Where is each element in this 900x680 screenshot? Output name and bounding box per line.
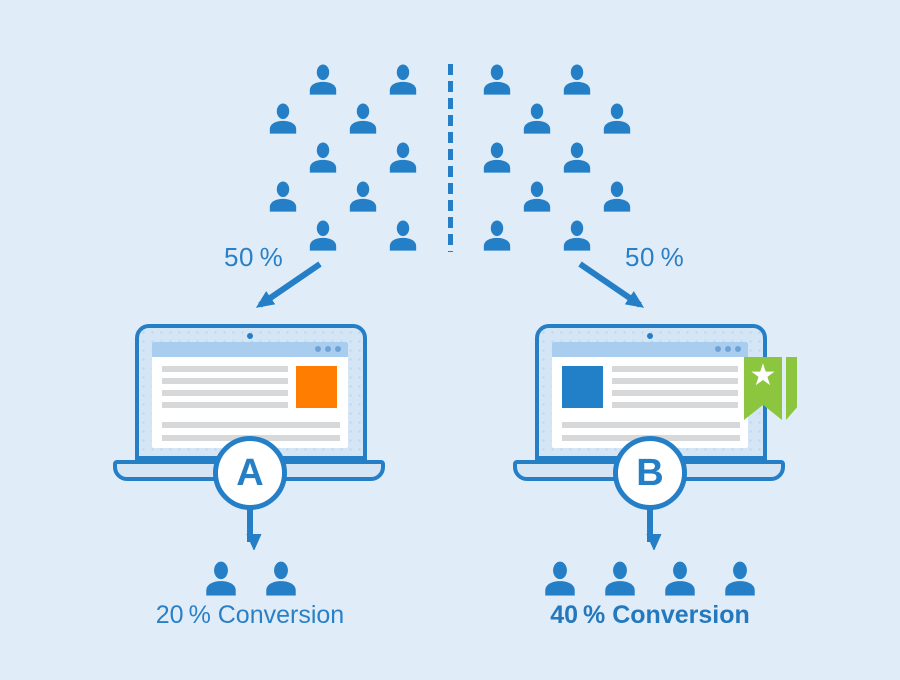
variant-b-badge: B bbox=[613, 436, 687, 510]
blue-banner-block bbox=[562, 366, 603, 408]
person-icon bbox=[480, 64, 514, 95]
text-placeholder-line bbox=[162, 422, 340, 428]
orange-banner-block bbox=[296, 366, 337, 408]
left-split-percentage: 50 % bbox=[224, 242, 284, 272]
webcam-dot bbox=[647, 333, 653, 339]
browser-window-dots-icon bbox=[715, 346, 741, 352]
text-placeholder-line bbox=[612, 402, 738, 408]
person-icon bbox=[601, 561, 639, 596]
right-split-percentage: 50 % bbox=[625, 242, 685, 272]
person-icon bbox=[266, 181, 300, 212]
variant-a-badge-label: A bbox=[236, 451, 264, 494]
laptop-a-webpage bbox=[152, 342, 348, 448]
person-icon bbox=[262, 561, 300, 596]
person-icon bbox=[306, 220, 340, 251]
person-icon bbox=[386, 142, 420, 173]
arrow-variant-b-result bbox=[630, 508, 670, 558]
text-placeholder-line bbox=[162, 402, 288, 408]
person-icon bbox=[560, 142, 594, 173]
text-placeholder-line bbox=[612, 390, 738, 396]
variant-a-badge: A bbox=[213, 436, 287, 510]
ribbon-strip bbox=[786, 357, 797, 420]
text-placeholder-line bbox=[162, 378, 288, 384]
person-icon bbox=[480, 220, 514, 251]
arrow-to-variant-b bbox=[578, 261, 645, 308]
person-icon bbox=[266, 103, 300, 134]
person-icon bbox=[560, 64, 594, 95]
laptop-b-webpage bbox=[552, 342, 748, 448]
person-icon bbox=[721, 561, 759, 596]
person-icon bbox=[480, 142, 514, 173]
variant-a-conversion-label: 20 % Conversion bbox=[155, 601, 345, 629]
person-icon bbox=[560, 220, 594, 251]
person-icon bbox=[520, 103, 554, 134]
arrow-to-variant-a bbox=[255, 261, 322, 308]
text-placeholder-line bbox=[162, 366, 288, 372]
person-icon bbox=[386, 220, 420, 251]
person-icon bbox=[386, 64, 420, 95]
person-icon bbox=[600, 181, 634, 212]
person-icon bbox=[520, 181, 554, 212]
arrow-variant-a-result bbox=[230, 508, 270, 558]
variant-b-conversion-label: 40 % Conversion bbox=[550, 601, 750, 629]
text-placeholder-line bbox=[612, 366, 738, 372]
split-divider-dashed-line bbox=[448, 64, 453, 252]
person-icon bbox=[306, 142, 340, 173]
person-icon bbox=[600, 103, 634, 134]
star-icon: ★ bbox=[749, 359, 777, 392]
browser-title-bar bbox=[152, 342, 348, 357]
browser-window-dots-icon bbox=[315, 346, 341, 352]
browser-title-bar bbox=[552, 342, 748, 357]
person-icon bbox=[346, 181, 380, 212]
person-icon bbox=[541, 561, 579, 596]
person-icon bbox=[346, 103, 380, 134]
variant-b-badge-label: B bbox=[636, 451, 664, 494]
person-icon bbox=[661, 561, 699, 596]
webcam-dot bbox=[247, 333, 253, 339]
text-placeholder-line bbox=[612, 378, 738, 384]
person-icon bbox=[202, 561, 240, 596]
text-placeholder-line bbox=[562, 422, 740, 428]
person-icon bbox=[306, 64, 340, 95]
text-placeholder-line bbox=[162, 390, 288, 396]
